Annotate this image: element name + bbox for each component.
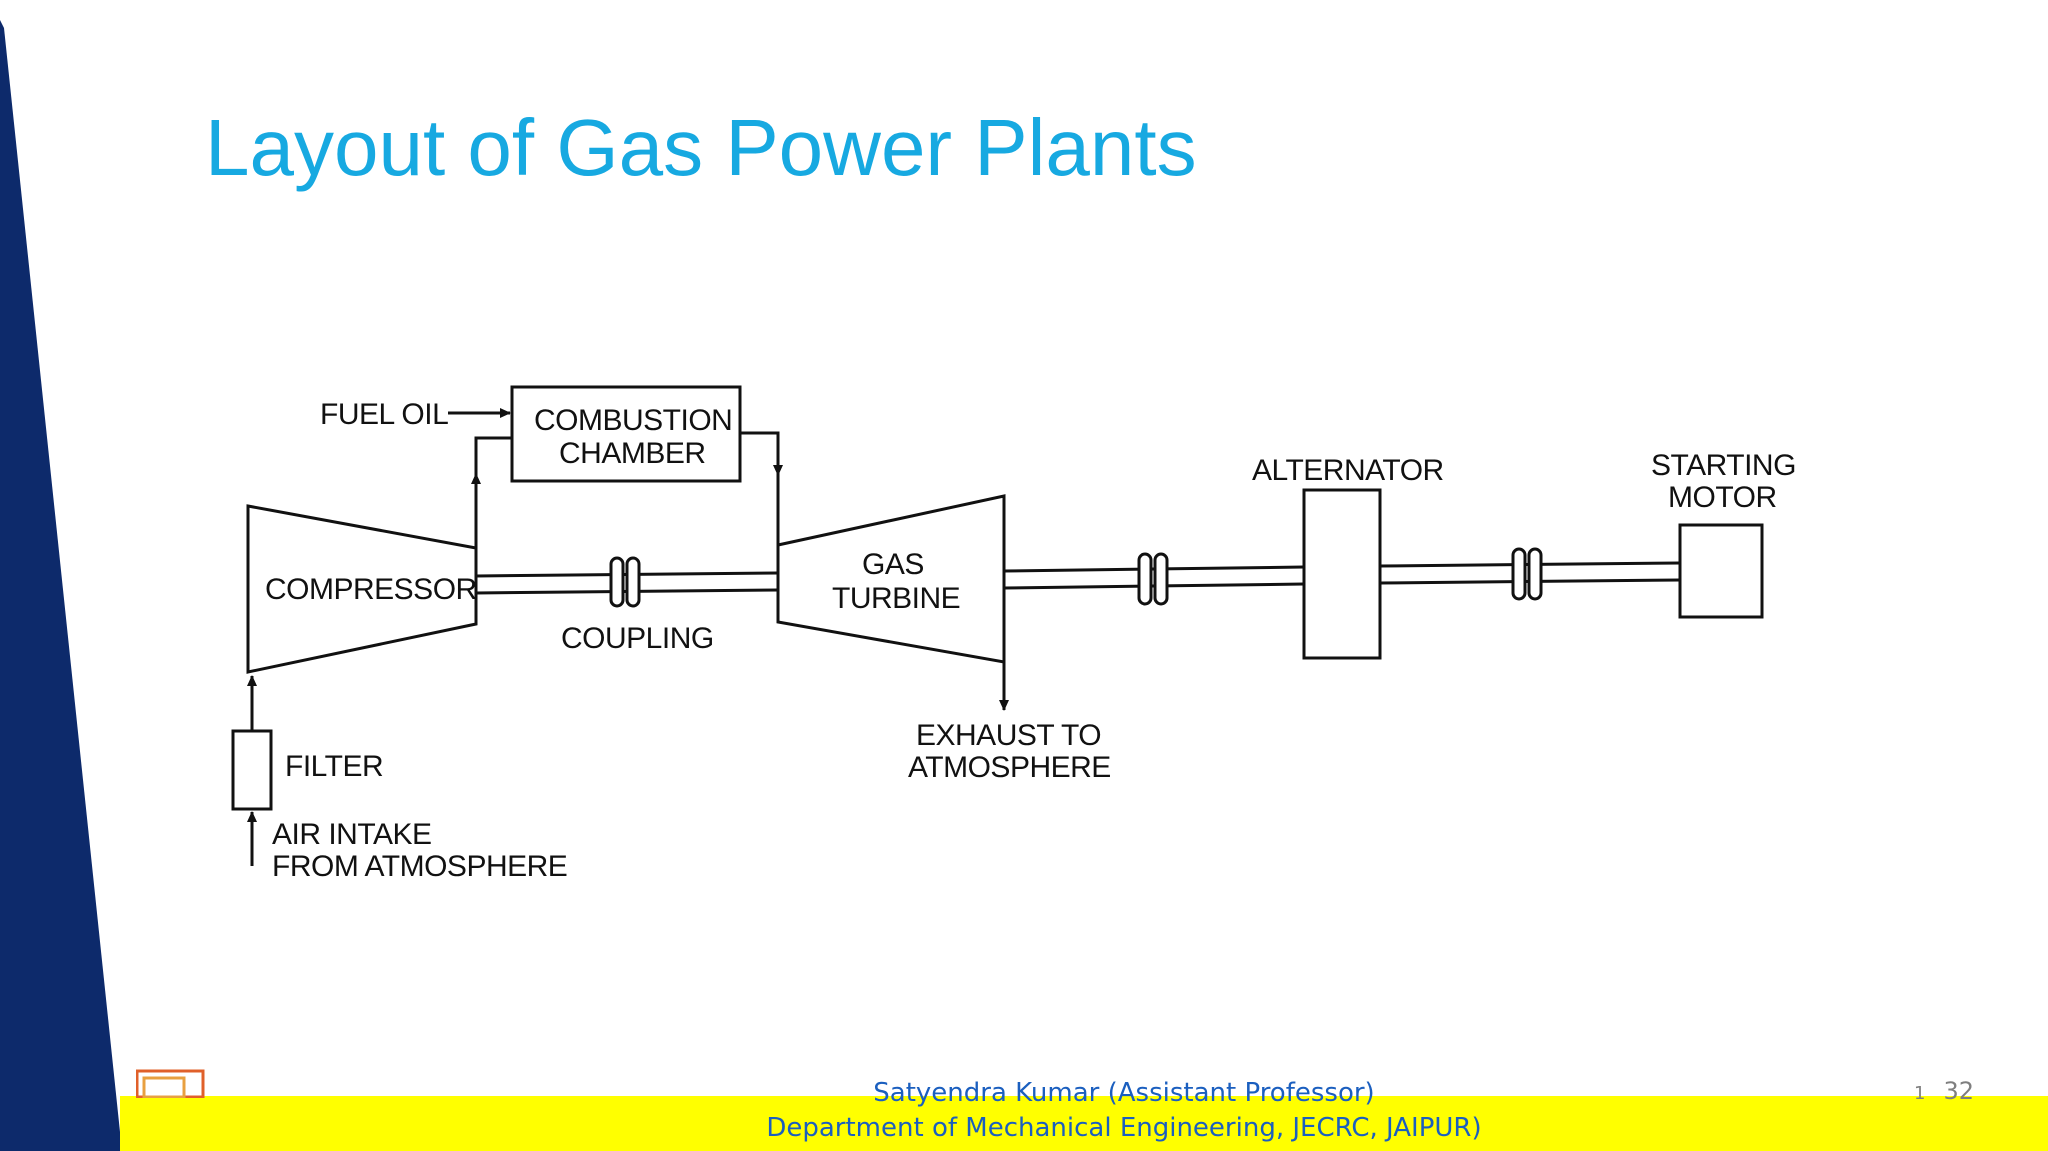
chamber-to-turbine-line [740, 431, 783, 476]
starting-motor-box [1678, 523, 1764, 619]
air-intake-label-2: FROM ATMOSPHERE [272, 850, 567, 883]
compressor-to-chamber-line [474, 436, 512, 548]
fuel-oil-label: FUEL OIL [320, 398, 448, 431]
gas-turbine-label-1: GAS [862, 548, 924, 581]
exhaust-label-1: EXHAUST TO [916, 719, 1101, 752]
slide-number: 1 32 [1914, 1077, 1974, 1105]
exhaust-label-2: ATMOSPHERE [908, 751, 1111, 784]
alternator-box [1302, 488, 1382, 660]
filter-box [231, 729, 273, 811]
filter-label: FILTER [285, 750, 383, 783]
small-number: 1 [1914, 1083, 1926, 1104]
starting-motor-label-2: MOTOR [1668, 481, 1777, 514]
compressor-shape [246, 504, 478, 674]
footer-bar [120, 1096, 2048, 1151]
coupling-3 [1511, 547, 1543, 601]
combustion-chamber-label-1: COMBUSTION [534, 404, 732, 437]
starting-motor-label-1: STARTING [1651, 449, 1796, 482]
alternator-label: ALTERNATOR [1252, 454, 1444, 487]
gas-turbine-label-2: TURBINE [832, 582, 960, 615]
footer-author: Satyendra Kumar (Assistant Professor) [873, 1078, 1375, 1108]
coupling-1 [609, 556, 641, 608]
slide-title: Layout of Gas Power Plants [205, 103, 1197, 192]
slide-number-value: 32 [1943, 1077, 1974, 1105]
coupling-label: COUPLING [561, 622, 714, 655]
left-decorative-band [0, 20, 122, 1151]
college-logo-icon [136, 1069, 205, 1098]
footer-department: Department of Mechanical Engineering, JE… [766, 1113, 1482, 1143]
combustion-chamber-label-2: CHAMBER [559, 437, 706, 470]
compressor-label: COMPRESSOR [265, 573, 477, 606]
coupling-2 [1137, 552, 1169, 606]
air-intake-label-1: AIR INTAKE [272, 818, 431, 851]
